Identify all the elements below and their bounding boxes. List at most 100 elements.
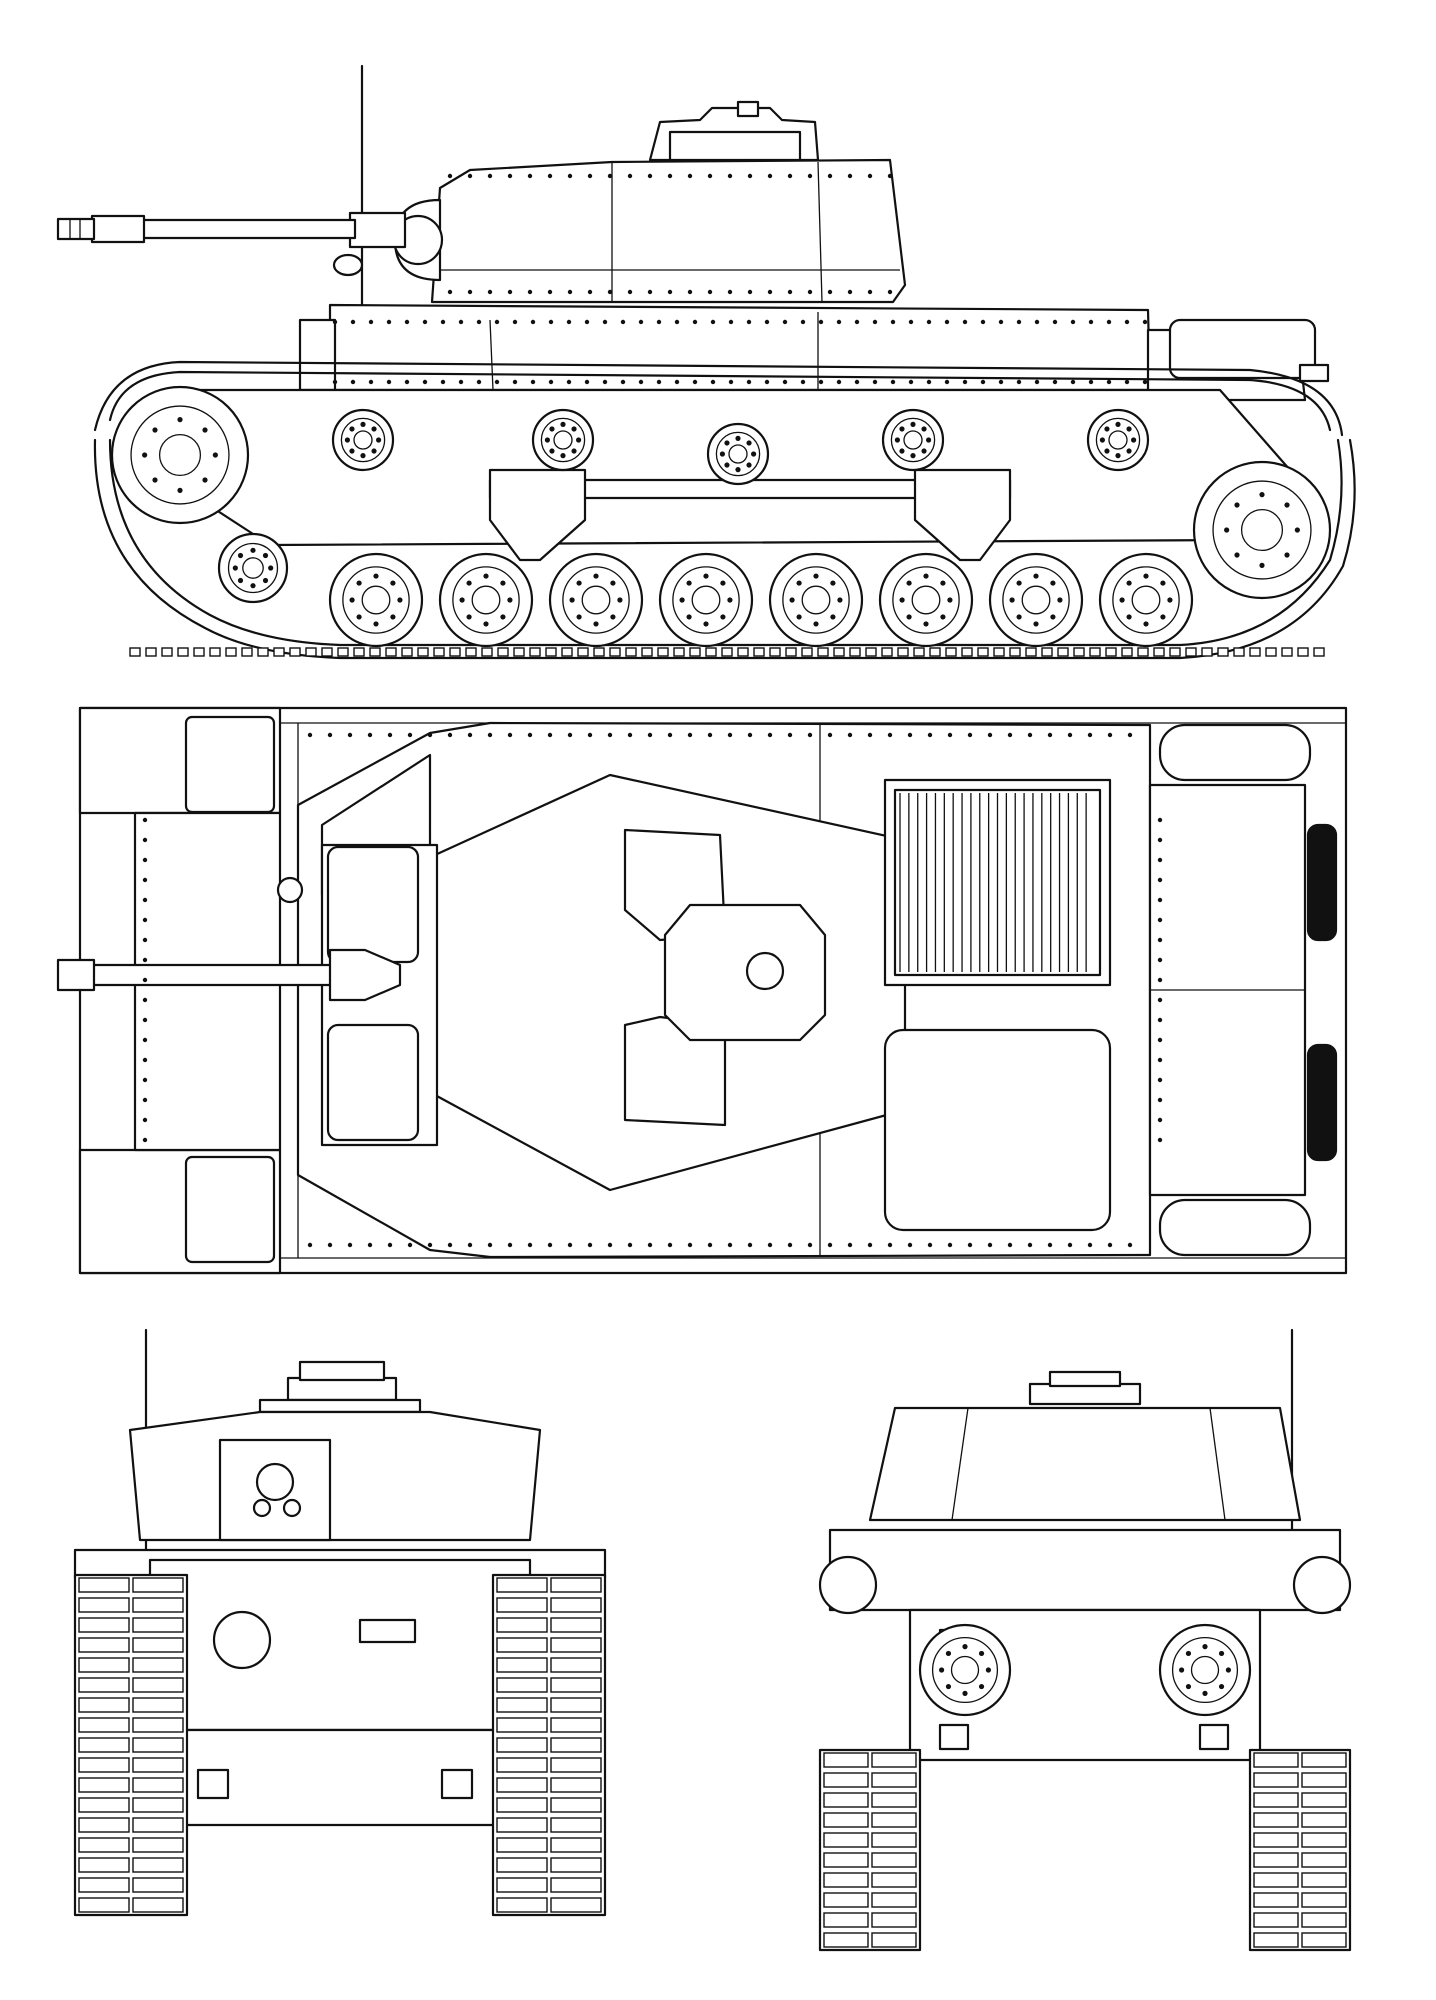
rivet xyxy=(327,1242,333,1248)
rivet xyxy=(746,379,752,385)
rivet xyxy=(1088,379,1094,385)
rivet xyxy=(1007,1242,1013,1248)
rivet xyxy=(547,1242,553,1248)
tow-light xyxy=(1306,823,1338,942)
rivet xyxy=(926,379,932,385)
rivet xyxy=(687,1242,693,1248)
rivet xyxy=(404,319,410,325)
rivet xyxy=(584,379,590,385)
rivet xyxy=(566,319,572,325)
rivet xyxy=(1157,877,1163,883)
rivet xyxy=(547,173,553,179)
track-link xyxy=(273,647,285,657)
rivet xyxy=(818,379,824,385)
rivet xyxy=(1157,1037,1163,1043)
rivet xyxy=(1088,319,1094,325)
suspension-bogies xyxy=(488,468,1012,562)
rivet xyxy=(547,732,553,738)
rivet xyxy=(527,732,533,738)
rivet xyxy=(1007,732,1013,738)
track-link xyxy=(1153,647,1165,657)
track-link xyxy=(625,647,637,657)
track-link xyxy=(305,647,317,657)
track-link xyxy=(977,647,989,657)
rivet xyxy=(458,379,464,385)
rivet xyxy=(854,319,860,325)
rivet xyxy=(567,732,573,738)
track-link xyxy=(593,647,605,657)
track-link xyxy=(993,647,1005,657)
rivet xyxy=(142,997,148,1003)
rivet xyxy=(926,319,932,325)
rivet xyxy=(1157,957,1163,963)
rivet xyxy=(1087,732,1093,738)
rivet xyxy=(847,289,853,295)
rivet xyxy=(1107,1242,1113,1248)
rivet xyxy=(566,379,572,385)
rivet xyxy=(458,319,464,325)
track-section xyxy=(491,1573,607,1917)
rivet xyxy=(142,817,148,823)
rivet xyxy=(1157,917,1163,923)
rivet xyxy=(767,173,773,179)
rivet xyxy=(1157,1097,1163,1103)
rivet xyxy=(800,379,806,385)
rivet xyxy=(647,732,653,738)
track-link xyxy=(337,647,349,657)
rivet xyxy=(944,319,950,325)
rivet xyxy=(527,289,533,295)
rivet xyxy=(142,917,148,923)
rivet xyxy=(142,937,148,943)
rivet xyxy=(927,1242,933,1248)
rivet xyxy=(1157,1077,1163,1083)
track-link xyxy=(449,647,461,657)
track-link xyxy=(849,647,861,657)
rivet xyxy=(867,1242,873,1248)
rivet xyxy=(507,289,513,295)
rivet xyxy=(1157,857,1163,863)
rivet xyxy=(764,379,770,385)
rivet xyxy=(962,379,968,385)
rivet xyxy=(747,173,753,179)
stowage-box xyxy=(184,1155,276,1264)
rivet xyxy=(404,379,410,385)
rivet xyxy=(548,319,554,325)
track-link xyxy=(529,647,541,657)
track-link xyxy=(865,647,877,657)
rivet xyxy=(527,173,533,179)
rivet xyxy=(1157,837,1163,843)
rivet xyxy=(487,173,493,179)
front-fenders xyxy=(78,706,282,1275)
rivet xyxy=(787,732,793,738)
rivet xyxy=(908,319,914,325)
rivet xyxy=(980,379,986,385)
rivet xyxy=(727,1242,733,1248)
track-link xyxy=(737,647,749,657)
road-wheel xyxy=(768,552,864,648)
rivet xyxy=(727,173,733,179)
road-wheel xyxy=(1098,552,1194,648)
rivet xyxy=(827,732,833,738)
rivet xyxy=(667,732,673,738)
road-wheel xyxy=(658,552,754,648)
track-link xyxy=(1073,647,1085,657)
road-wheel xyxy=(988,552,1084,648)
rivet xyxy=(707,732,713,738)
rivet xyxy=(1157,897,1163,903)
rivet xyxy=(142,837,148,843)
hatch xyxy=(623,1015,727,1127)
rivet xyxy=(987,732,993,738)
rivet xyxy=(307,732,313,738)
rear-deck xyxy=(1148,723,1338,1257)
return-roller xyxy=(706,422,770,486)
rivet xyxy=(427,1242,433,1248)
rivet xyxy=(386,379,392,385)
track-section xyxy=(1248,1748,1352,1952)
rivet xyxy=(602,379,608,385)
track-link xyxy=(961,647,973,657)
rivet xyxy=(1157,997,1163,1003)
rivet xyxy=(387,732,393,738)
rivet xyxy=(602,319,608,325)
track-link xyxy=(401,647,413,657)
rivet xyxy=(1087,1242,1093,1248)
